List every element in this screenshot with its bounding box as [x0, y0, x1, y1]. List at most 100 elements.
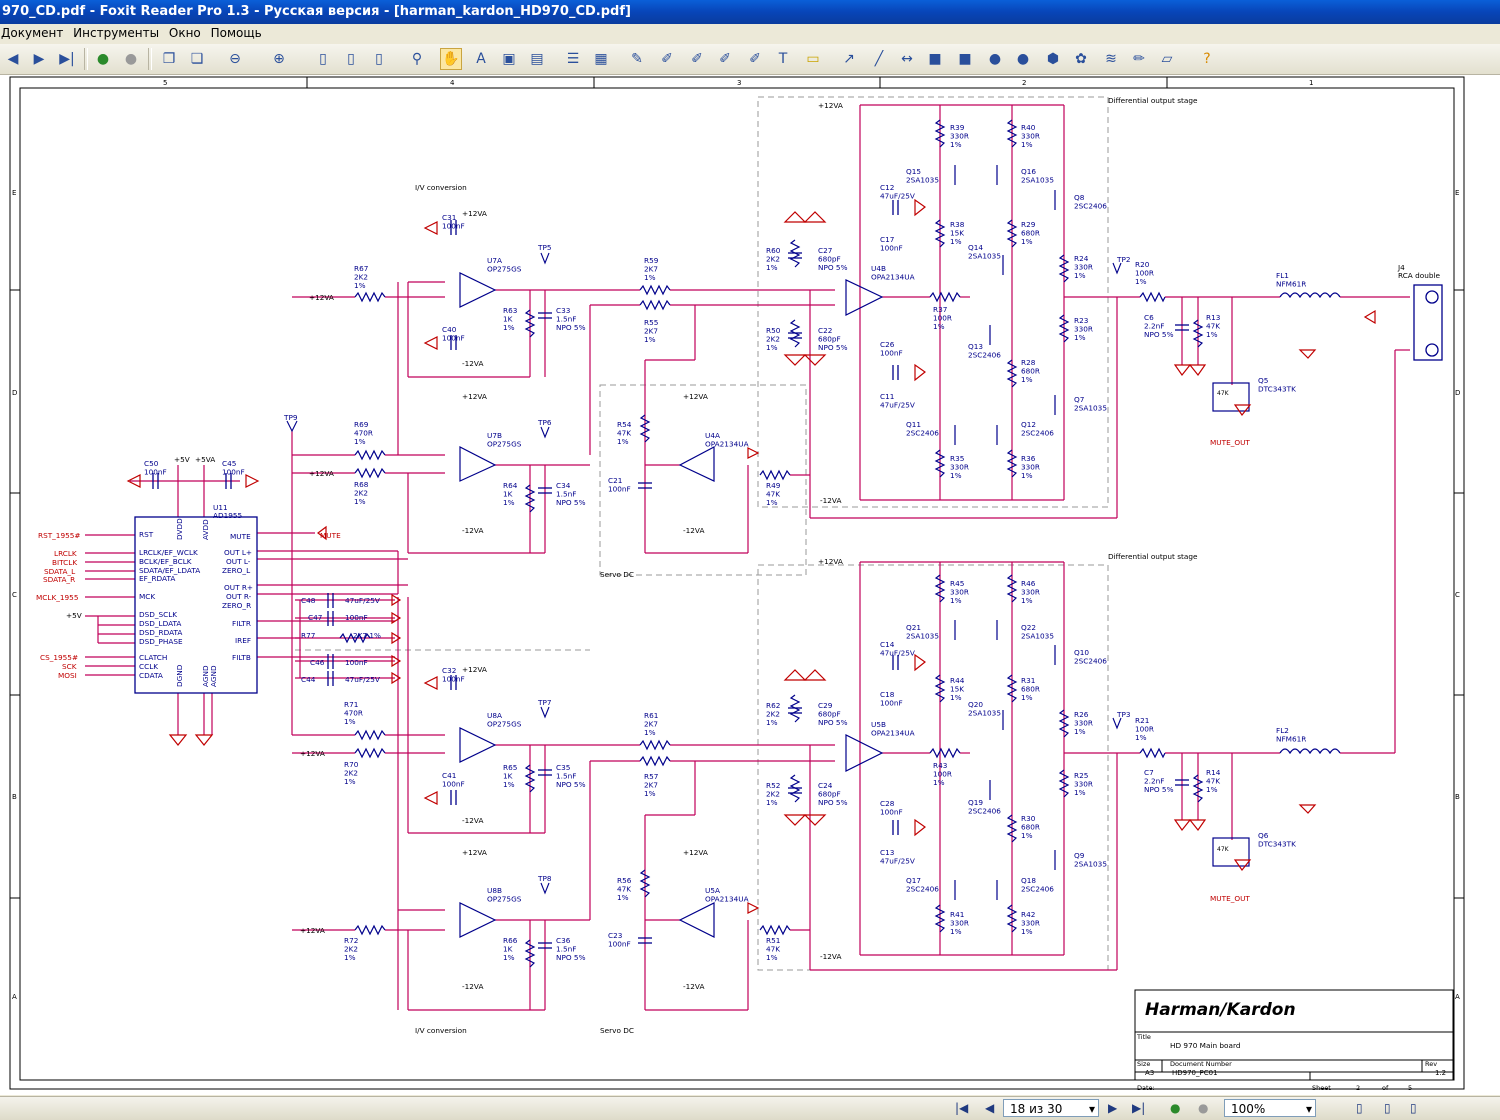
oval-icon[interactable]: ●: [988, 51, 1002, 67]
cloud-icon[interactable]: ✿: [1075, 51, 1087, 67]
menu-window[interactable]: Окно: [168, 26, 201, 40]
part-label-r77v: 2K7 1%: [353, 631, 381, 640]
rectangle2-icon[interactable]: ■: [958, 51, 972, 67]
snapshot-icon[interactable]: ▣: [502, 51, 516, 67]
find-icon[interactable]: ⚲: [411, 51, 423, 67]
single-page-status-icon[interactable]: ▯: [1356, 1101, 1363, 1115]
status-last-page-icon[interactable]: ▶|: [1132, 1101, 1146, 1115]
thumbnail-icon[interactable]: ▦: [594, 51, 608, 67]
label-servo-bottom: Servo DC: [600, 1026, 634, 1035]
copy-icon[interactable]: ❐: [162, 51, 176, 67]
menu-tools[interactable]: Инструменты: [73, 26, 160, 40]
note-icon[interactable]: ▭: [806, 51, 820, 67]
schematic-page: 5 4 3 2 1 E D C B A E D C B A: [9, 76, 1465, 1092]
zoom-out-icon[interactable]: ⊖: [229, 51, 241, 67]
first-page-icon[interactable]: |◀: [955, 1101, 969, 1115]
last-page-icon[interactable]: ▶|: [59, 51, 75, 67]
opamp-u5b: [845, 734, 884, 772]
dac-pin: ZERO_R: [222, 601, 251, 610]
label-diff-top: Differential output stage: [1108, 96, 1198, 105]
col-marker: 4: [450, 79, 455, 87]
forward-icon[interactable]: ●: [124, 51, 138, 67]
oval2-icon[interactable]: ●: [1016, 51, 1030, 67]
text-tool-icon[interactable]: T: [778, 51, 788, 67]
text-select-icon[interactable]: A: [476, 51, 486, 67]
polygon-icon[interactable]: ⬢: [1046, 51, 1060, 67]
help-icon[interactable]: ?: [1203, 51, 1211, 67]
image-icon[interactable]: ▤: [530, 51, 544, 67]
facing-status-icon[interactable]: ▯: [1410, 1101, 1417, 1115]
menu-document[interactable]: Документ: [1, 26, 64, 40]
prev-page-icon[interactable]: ◀: [7, 51, 19, 67]
mute-out-label: MUTE_OUT: [1210, 438, 1250, 447]
dimension-icon[interactable]: ↔: [901, 51, 913, 67]
arrow-icon[interactable]: ↗: [843, 51, 855, 67]
bookmarks-icon[interactable]: ☰: [566, 51, 580, 67]
signal-label: SCK: [62, 662, 77, 671]
signal-label: LRCLK: [54, 549, 77, 558]
dac-pin: FILTB: [232, 653, 251, 662]
single-page-icon[interactable]: ▯: [319, 51, 327, 67]
next-page-icon[interactable]: ▶: [33, 51, 45, 67]
mute-out-label: MUTE_OUT: [1210, 894, 1250, 903]
status-next-page-icon[interactable]: ▶: [1108, 1101, 1118, 1115]
rail-label: -12VA: [820, 952, 841, 961]
status-forward-icon[interactable]: ●: [1198, 1101, 1209, 1115]
rail-label: +12VA: [462, 665, 487, 674]
dac-pin: EF_RDATA: [139, 574, 175, 583]
back-icon[interactable]: ●: [96, 51, 110, 67]
document-view[interactable]: 5 4 3 2 1 E D C B A E D C B A: [0, 75, 1500, 1095]
eraser-icon[interactable]: ▱: [1161, 51, 1173, 67]
window-title: 970_CD.pdf - Foxit Reader Pro 1.3 - Русс…: [0, 0, 1500, 24]
label-iv-bottom: I/V conversion: [415, 1026, 467, 1035]
strikeout-icon[interactable]: ✐: [719, 51, 731, 67]
continuous-status-icon[interactable]: ▯: [1384, 1101, 1391, 1115]
paste-icon[interactable]: ❏: [190, 51, 204, 67]
dac-part: AD1955: [213, 511, 242, 520]
typewriter-icon[interactable]: ✎: [631, 51, 643, 67]
part-label-c46v: 100nF: [345, 658, 368, 667]
status-back-icon[interactable]: ●: [1170, 1101, 1181, 1115]
polyline-icon[interactable]: ≋: [1105, 51, 1117, 67]
highlight-icon[interactable]: ✐: [661, 51, 673, 67]
tb-size-label: Size: [1137, 1060, 1150, 1068]
rectangle-icon[interactable]: ■: [928, 51, 942, 67]
squiggly-icon[interactable]: ✐: [749, 51, 761, 67]
line-icon[interactable]: ╱: [874, 51, 884, 67]
opamp-u8a: [459, 727, 497, 763]
rail-label: +12VA: [309, 293, 334, 302]
facing-page-icon[interactable]: ▯: [375, 51, 383, 67]
page-number-field[interactable]: 18 из 30▾: [1003, 1099, 1099, 1117]
zoom-field[interactable]: 100%▾: [1224, 1099, 1316, 1117]
underline-icon[interactable]: ✐: [691, 51, 703, 67]
pencil-icon[interactable]: ✏: [1133, 51, 1145, 67]
status-prev-page-icon[interactable]: ◀: [985, 1101, 995, 1115]
part-label-c46: C46: [310, 658, 325, 667]
continuous-page-icon[interactable]: ▯: [347, 51, 355, 67]
chevron-down-icon: ▾: [1088, 1102, 1095, 1116]
menu-help[interactable]: Помощь: [210, 26, 262, 40]
hand-tool-icon[interactable]: ✋: [440, 48, 462, 70]
dac-pin: DSD_LDATA: [139, 619, 181, 628]
row-marker: E: [1455, 189, 1459, 197]
zoom-in-icon[interactable]: ⊕: [273, 51, 285, 67]
dac-pin: OUT R+: [224, 583, 253, 592]
part-label-tp3: TP3: [1116, 710, 1131, 719]
